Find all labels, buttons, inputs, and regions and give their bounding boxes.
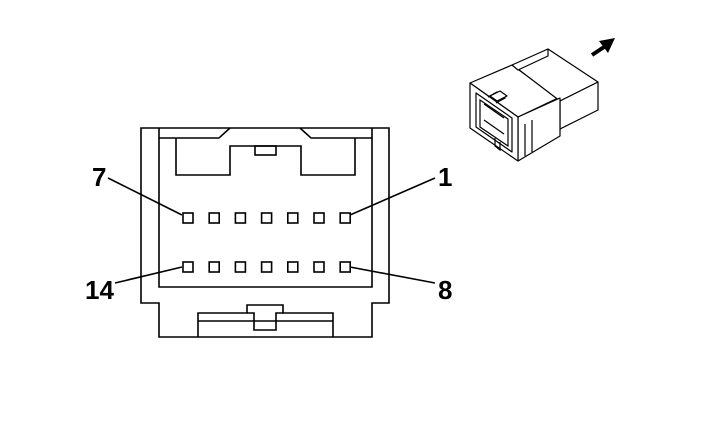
connector-top-latch — [158, 127, 373, 139]
pin-grid — [182, 212, 352, 273]
pin-12 — [234, 261, 247, 273]
pin-13 — [208, 261, 220, 273]
pin-3 — [286, 212, 299, 224]
connector-isometric-icon — [469, 48, 599, 162]
pin-label-8: 8 — [438, 275, 452, 305]
connector-housing-outline — [140, 127, 390, 338]
connector-front-view — [140, 127, 390, 338]
connector-top-key — [175, 138, 356, 176]
arrow-up-right-icon — [590, 38, 615, 57]
pin-1 — [339, 212, 352, 224]
pin-9 — [313, 261, 325, 273]
pin-14 — [182, 261, 194, 273]
leader-line-14 — [114, 266, 183, 284]
pin-7 — [182, 212, 194, 224]
pin-5 — [234, 212, 247, 224]
connector-top-key-notch — [254, 145, 277, 156]
pin-8 — [339, 261, 352, 273]
connector-bottom-lock — [197, 304, 334, 337]
pin-label-7: 7 — [92, 162, 106, 192]
pin-6 — [208, 212, 220, 224]
connector-inner-wall — [158, 138, 373, 288]
pin-label-1: 1 — [438, 162, 452, 192]
leader-line-1 — [349, 177, 436, 216]
pin-4 — [260, 212, 273, 224]
pin-label-14: 14 — [85, 275, 114, 305]
pin-10 — [286, 261, 299, 273]
leader-line-8 — [349, 266, 436, 284]
pin-2 — [313, 212, 325, 224]
connector-bottom-lock-tab — [247, 312, 283, 331]
pin-11 — [260, 261, 273, 273]
leader-lines — [107, 177, 436, 284]
leader-line-7 — [107, 177, 183, 216]
